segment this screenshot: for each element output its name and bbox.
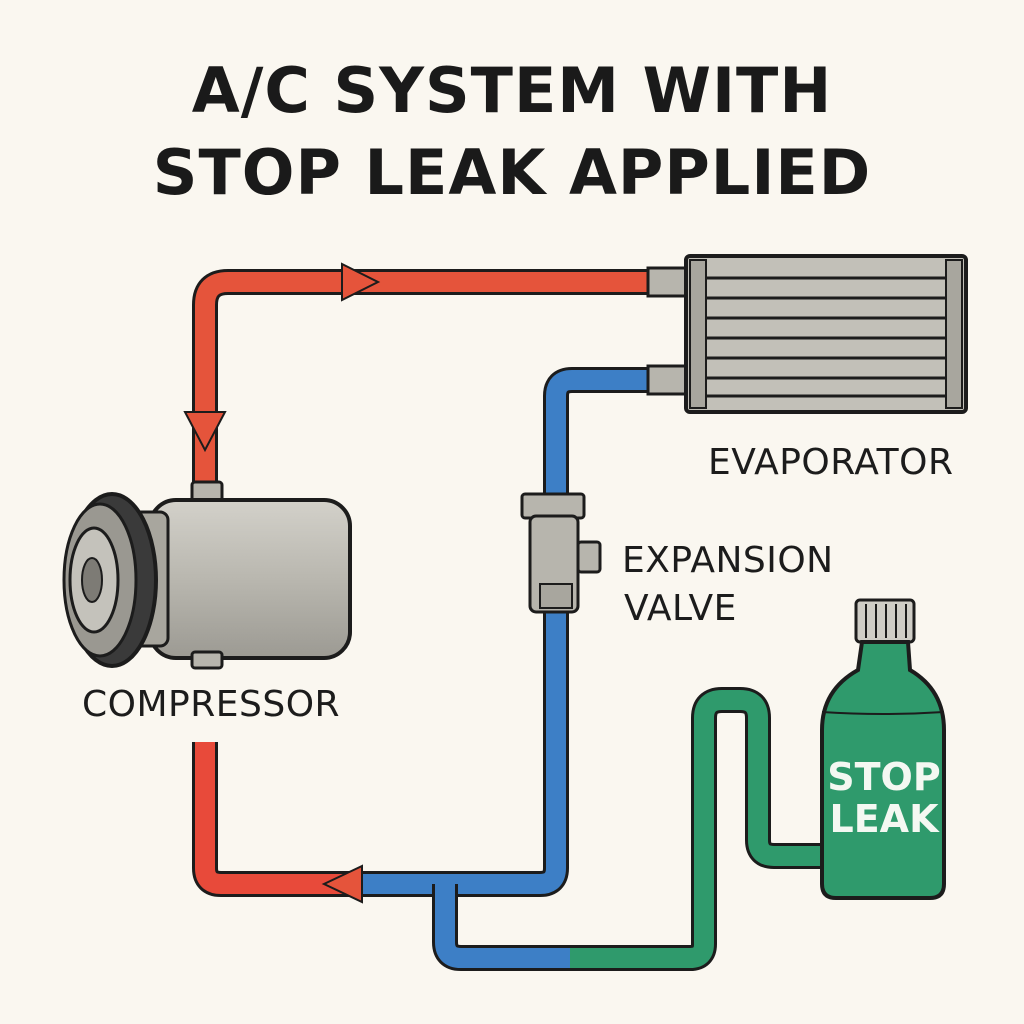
- low-pressure-line: [321, 367, 660, 971]
- expansion-valve: [520, 492, 602, 614]
- title-line-1: A/C SYSTEM WITH: [191, 54, 833, 127]
- stop-leak-bottle: [820, 598, 946, 900]
- flow-arrow-down: [183, 411, 227, 453]
- expansion-valve-label-line-1: EXPANSION: [622, 540, 834, 581]
- flow-arrow-right: [341, 262, 381, 302]
- evaporator: [646, 254, 968, 414]
- expansion-valve-label-line-2: VALVE: [624, 588, 737, 629]
- compressor-label: COMPRESSOR: [82, 684, 341, 725]
- flow-arrow-left: [321, 864, 363, 904]
- additive-line: [570, 687, 826, 971]
- return-line-red: [192, 742, 360, 897]
- compressor: [62, 480, 352, 670]
- evaporator-label: EVAPORATOR: [708, 442, 954, 483]
- high-pressure-line: [183, 262, 660, 490]
- title-line-2: STOP LEAK APPLIED: [152, 136, 872, 209]
- bottle-label-line-1: STOP: [827, 755, 941, 799]
- bottle-label-line-2: LEAK: [829, 797, 939, 841]
- diagram-title: A/C SYSTEM WITH STOP LEAK APPLIED: [0, 50, 1024, 214]
